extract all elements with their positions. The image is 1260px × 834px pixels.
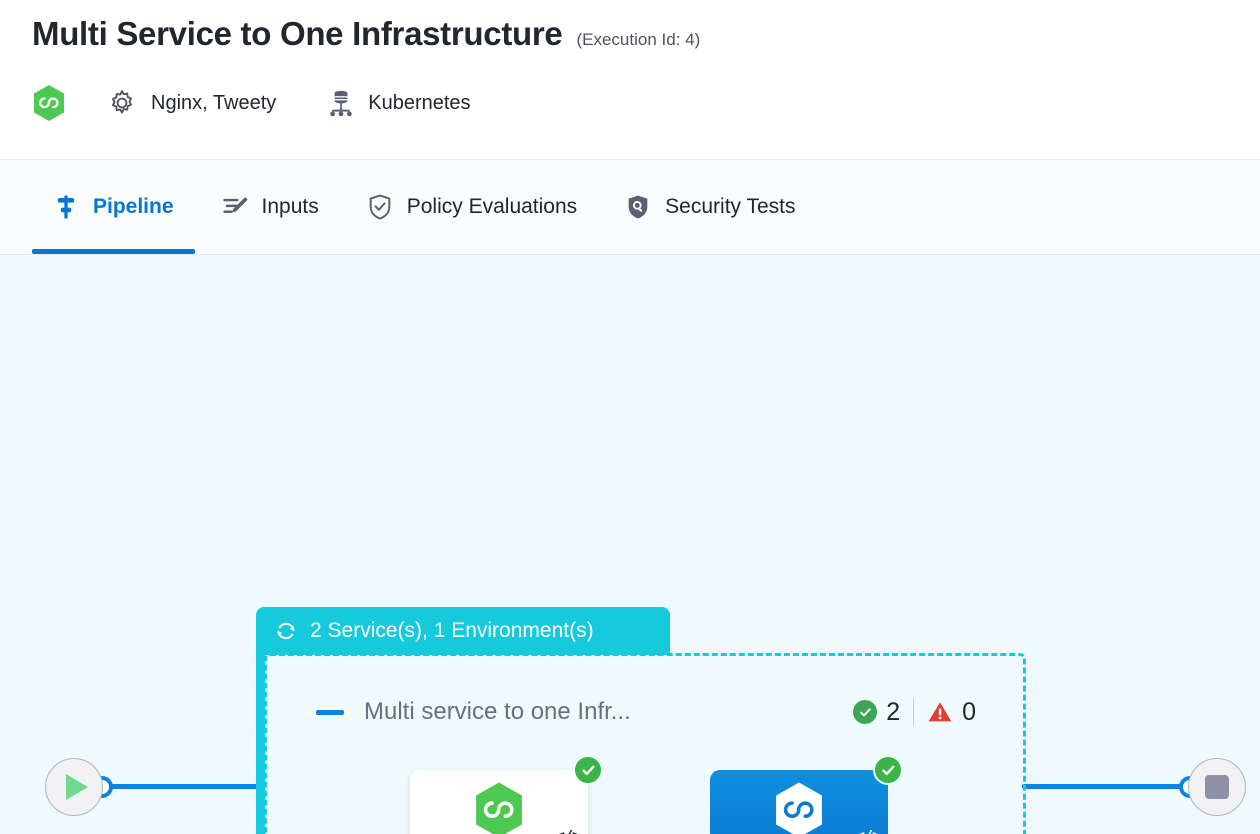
harness-hexagon-icon (776, 782, 822, 834)
success-count-group: 2 (853, 698, 900, 727)
stage-group-left-bar (256, 651, 265, 834)
tab-policy-evaluations[interactable]: Policy Evaluations (346, 160, 598, 254)
tab-inputs-label: Inputs (261, 195, 319, 218)
minus-icon[interactable] (316, 709, 344, 715)
services-label: Nginx, Tweety (151, 91, 277, 114)
tab-security-tests-label: Security Tests (665, 195, 796, 218)
code-icon[interactable]: </> (556, 829, 581, 834)
success-count: 2 (886, 697, 901, 726)
infrastructure-label: Kubernetes (368, 91, 471, 114)
tab-inputs[interactable]: Inputs (201, 160, 340, 254)
edit-list-icon (222, 196, 247, 213)
check-badge-icon (573, 755, 603, 785)
tab-pipeline-label: Pipeline (93, 195, 174, 218)
count-divider (913, 698, 915, 726)
page-header: Multi Service to One Infrastructure (Exe… (0, 0, 1260, 160)
tab-pipeline[interactable]: Pipeline (32, 160, 195, 254)
infrastructure-meta: Kubernetes (276, 88, 471, 118)
stage-group-label: 2 Service(s), 1 Environment(s) (310, 619, 594, 642)
page-title: Multi Service to One Infrastructure (32, 15, 563, 52)
loop-icon (277, 622, 295, 640)
connector-stage-to-end (1022, 784, 1192, 789)
stage-counts: 2 0 (853, 698, 976, 727)
kubernetes-icon (330, 90, 352, 117)
end-node[interactable] (1188, 758, 1246, 816)
pipeline-canvas[interactable]: 2 Service(s), 1 Environment(s) Multi ser… (0, 255, 1260, 834)
pipeline-icon (57, 195, 75, 219)
connector-start-to-stage (98, 784, 264, 789)
service-node-nginx[interactable]: </> (410, 755, 603, 834)
service-node-tweety[interactable]: </> (710, 755, 903, 834)
warning-triangle-icon (928, 702, 952, 722)
stage-group-box (264, 653, 1026, 834)
service-node-card[interactable]: </> (410, 755, 603, 834)
start-node[interactable] (45, 758, 103, 816)
stage-title-row: Multi service to one Infr... 2 (316, 692, 976, 732)
tab-bar: Pipeline Inputs Policy Evaluations (0, 160, 1260, 255)
stop-icon (1205, 775, 1229, 799)
shield-scan-icon (628, 195, 648, 219)
stage-title: Multi service to one Infr... (364, 698, 631, 725)
execution-id-label: (Execution Id: 4) (576, 30, 701, 49)
services-meta: Nginx, Tweety (66, 89, 276, 117)
check-badge-icon (873, 755, 903, 785)
check-circle-icon (853, 700, 878, 724)
service-node-card[interactable]: </> (710, 755, 903, 834)
header-meta-row: Nginx, Tweety Kubernetes (32, 84, 471, 122)
title-row: Multi Service to One Infrastructure (Exe… (32, 15, 701, 52)
play-icon (65, 774, 88, 800)
stage-group-header[interactable]: 2 Service(s), 1 Environment(s) (256, 607, 670, 655)
warning-count: 0 (962, 697, 976, 726)
gear-icon (112, 90, 132, 114)
code-icon[interactable]: </> (856, 829, 881, 834)
shield-check-icon (369, 194, 391, 220)
warning-count-group: 0 (927, 698, 976, 727)
tab-security-tests[interactable]: Security Tests (604, 160, 816, 254)
tab-policy-evaluations-label: Policy Evaluations (406, 195, 578, 218)
pipeline-identity (32, 84, 66, 122)
harness-hexagon-icon (34, 85, 64, 121)
harness-hexagon-icon (476, 782, 522, 834)
